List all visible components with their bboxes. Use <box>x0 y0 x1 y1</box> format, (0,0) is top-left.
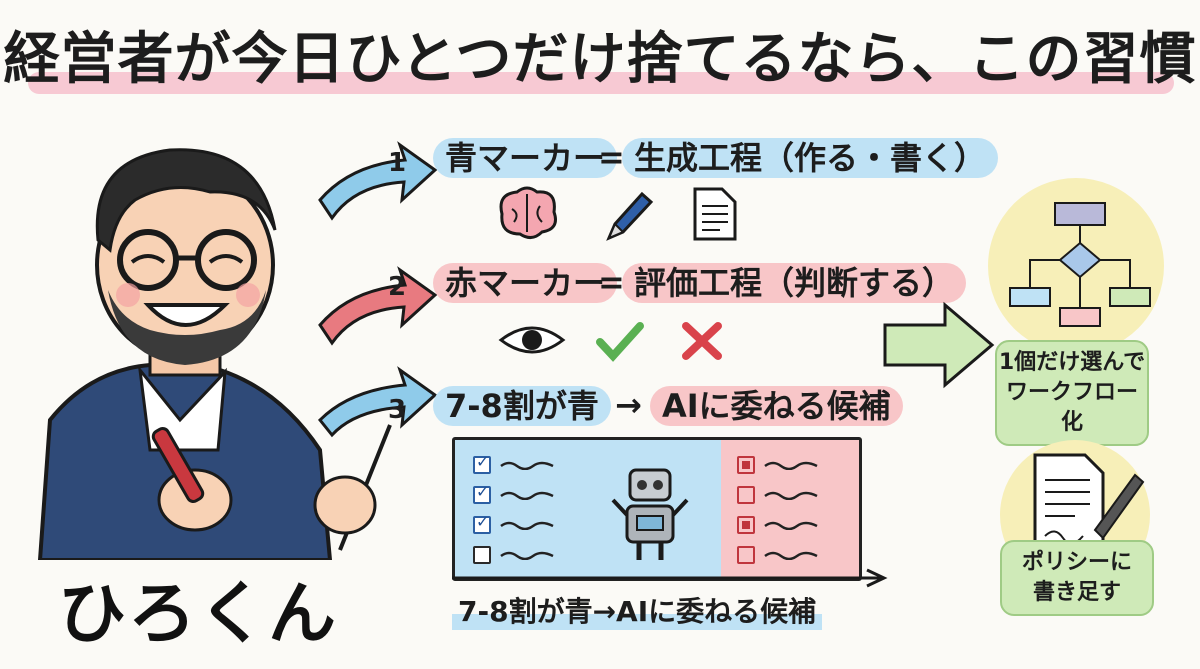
cross-icon <box>682 322 722 360</box>
blue-task-row: ✓ <box>473 512 555 534</box>
document-icon <box>693 187 737 241</box>
step-3-number: 3 <box>388 395 407 425</box>
board-axis-arrow <box>452 568 888 588</box>
step-2-label: 赤マーカー <box>433 263 618 303</box>
red-task-row <box>737 456 819 474</box>
result-workflow-line1: 1個だけ選んで <box>998 350 1146 375</box>
step-1-equals: = <box>598 138 625 176</box>
red-task-row <box>737 516 819 534</box>
result-card-policy: ポリシーに 書き足す <box>1000 540 1154 616</box>
document-sign-icon <box>1033 453 1145 552</box>
robot-icon <box>611 468 689 560</box>
step-2-desc: 評価工程（判断する） <box>622 263 967 303</box>
result-card-workflow: 1個だけ選んで ワークフロー化 <box>995 340 1149 446</box>
result-policy-line2: 書き足す <box>1032 580 1121 605</box>
step-2-number: 2 <box>388 272 407 302</box>
step-1-desc: 生成工程（作る・書く） <box>622 138 999 178</box>
brain-icon <box>499 186 557 239</box>
title-highlight <box>28 72 1174 94</box>
step-arrows <box>317 141 438 438</box>
eye-icon <box>498 326 566 354</box>
checkmark-icon <box>596 322 644 362</box>
red-task-row <box>737 546 819 564</box>
flowchart-icon <box>1009 202 1151 327</box>
result-arrow <box>883 301 995 389</box>
page-title: 経営者が今日ひとつだけ捨てるなら、この習慣 <box>3 27 1197 92</box>
red-task-row <box>737 486 819 504</box>
blue-task-row: ✓ <box>473 452 555 474</box>
step-1-number: 1 <box>388 148 407 178</box>
step-1-label: 青マーカー <box>433 138 618 178</box>
blue-task-row <box>473 546 555 564</box>
step-2-equals: = <box>598 263 625 301</box>
person-illustration <box>37 148 333 560</box>
blue-task-row: ✓ <box>473 482 555 504</box>
pen-icon <box>606 191 654 241</box>
result-workflow-line2: ワークフロー化 <box>1005 380 1138 435</box>
result-policy-line1: ポリシーに <box>1021 550 1132 575</box>
pointer-hand <box>313 424 392 551</box>
bottom-caption: 7-8割が青→AIに委ねる候補 <box>452 594 823 630</box>
step-3-desc: AIに委ねる候補 <box>650 386 903 426</box>
step-3-label: 7-8割が青 <box>433 386 611 426</box>
person-name: ひろくん <box>58 575 339 654</box>
task-board: ✓ ✓ ✓ <box>452 437 862 581</box>
step-3-arrow: → <box>615 386 642 424</box>
